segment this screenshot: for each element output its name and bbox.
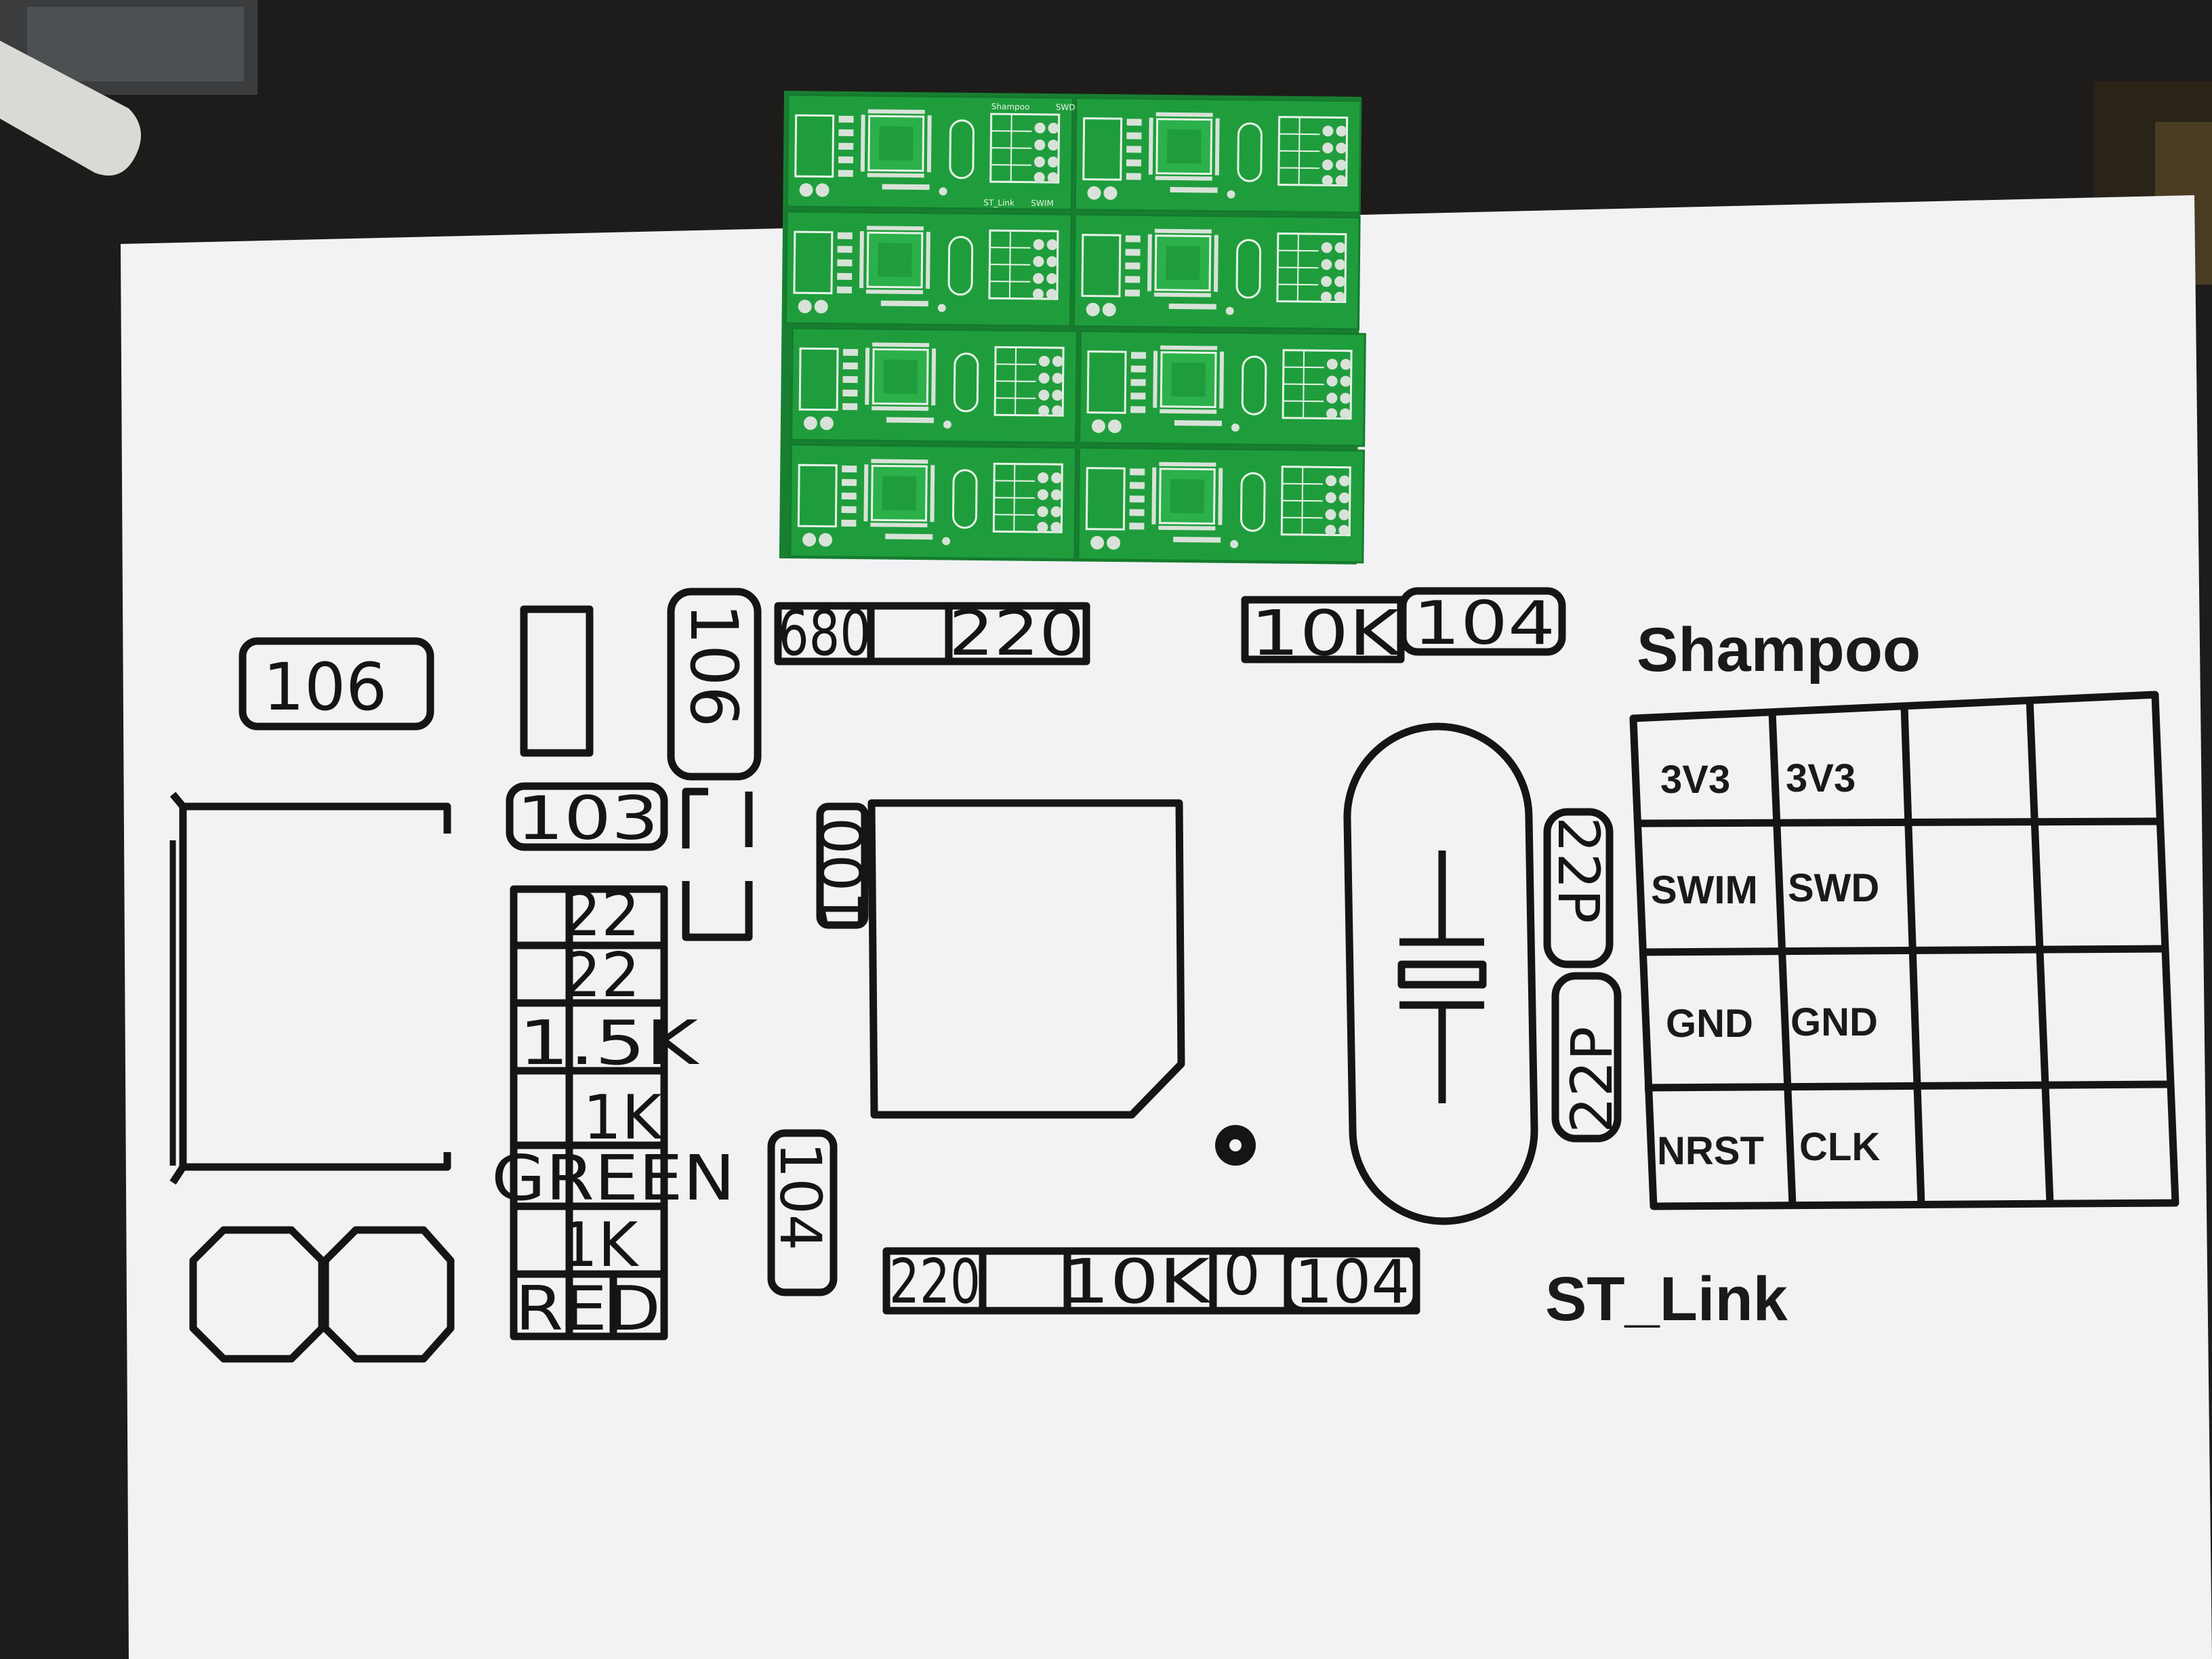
label-r-220-bot: 220 (889, 1246, 981, 1317)
pin-label-swd: SWD (1788, 866, 1879, 910)
label-r-10k-bot: 10K (1061, 1246, 1212, 1317)
pin-label-clk: CLK (1799, 1125, 1880, 1169)
pcb-board-r2c1 (784, 210, 1073, 327)
pcb-board-r4c1 (789, 443, 1078, 560)
label-c-103: 103 (516, 783, 659, 853)
pcb-board-r3c1 (790, 327, 1078, 444)
pcb-board-r2c2 (1072, 213, 1361, 331)
product-label: ST_Link (1545, 1265, 1788, 1334)
pin-label-swim: SWIM (1651, 868, 1758, 912)
pcb-board-r1c1 (785, 94, 1074, 211)
label-c-22p-a: 22P (1545, 817, 1612, 924)
label-led-red: RED (515, 1273, 661, 1345)
label-r-1k-b: 1K (559, 1210, 639, 1281)
label-c-22p-b: 22P (1559, 1026, 1625, 1133)
pcb-board-r1c2 (1073, 96, 1362, 214)
pin-label-nrst: NRST (1657, 1129, 1764, 1173)
pin-label-3v3-a: 3V3 (1660, 758, 1730, 802)
pcb-label-brand: Shampoo (991, 102, 1030, 112)
label-led-green: GREEN (491, 1142, 735, 1214)
pin-label-gnd-a: GND (1666, 1002, 1753, 1046)
pin-label-3v3-b: 3V3 (1786, 756, 1856, 800)
brand-label: Shampoo (1637, 615, 1921, 684)
label-c-104-mid: 104 (767, 1142, 834, 1250)
white-tool-handle (0, 41, 141, 176)
label-r-10k-top: 10K (1250, 597, 1401, 670)
pcb-label-swim: SWIM (1031, 199, 1054, 208)
pcb-panel: Shampoo SWD ST_Link SWIM (779, 90, 1366, 565)
label-c-106-rot: 106 (676, 603, 752, 727)
label-r-680: 680 (778, 597, 871, 670)
label-r-22-b: 22 (562, 940, 640, 1011)
label-c-106-left: 106 (263, 649, 387, 725)
label-r-1-5k: 1.5K (518, 1008, 700, 1079)
label-r-22-a: 22 (562, 879, 640, 950)
label-r-1k-a: 1K (583, 1082, 663, 1153)
pcb-label-swd: SWD (1056, 102, 1076, 112)
paper-sheet (121, 195, 2212, 1659)
label-c-100: 100 (809, 817, 877, 928)
pin-label-gnd-b: GND (1790, 1000, 1878, 1044)
label-r-220-top: 220 (949, 597, 1084, 670)
label-r-0: 0 (1223, 1241, 1261, 1309)
label-c-104-top: 104 (1413, 588, 1555, 658)
pcb-board-r3c2 (1078, 330, 1366, 447)
pcb-label-stlink: ST_Link (983, 198, 1015, 207)
label-c-104-bot: 104 (1294, 1247, 1410, 1317)
pcb-board-r4c2 (1077, 447, 1366, 564)
printed-layout (169, 587, 2179, 1363)
